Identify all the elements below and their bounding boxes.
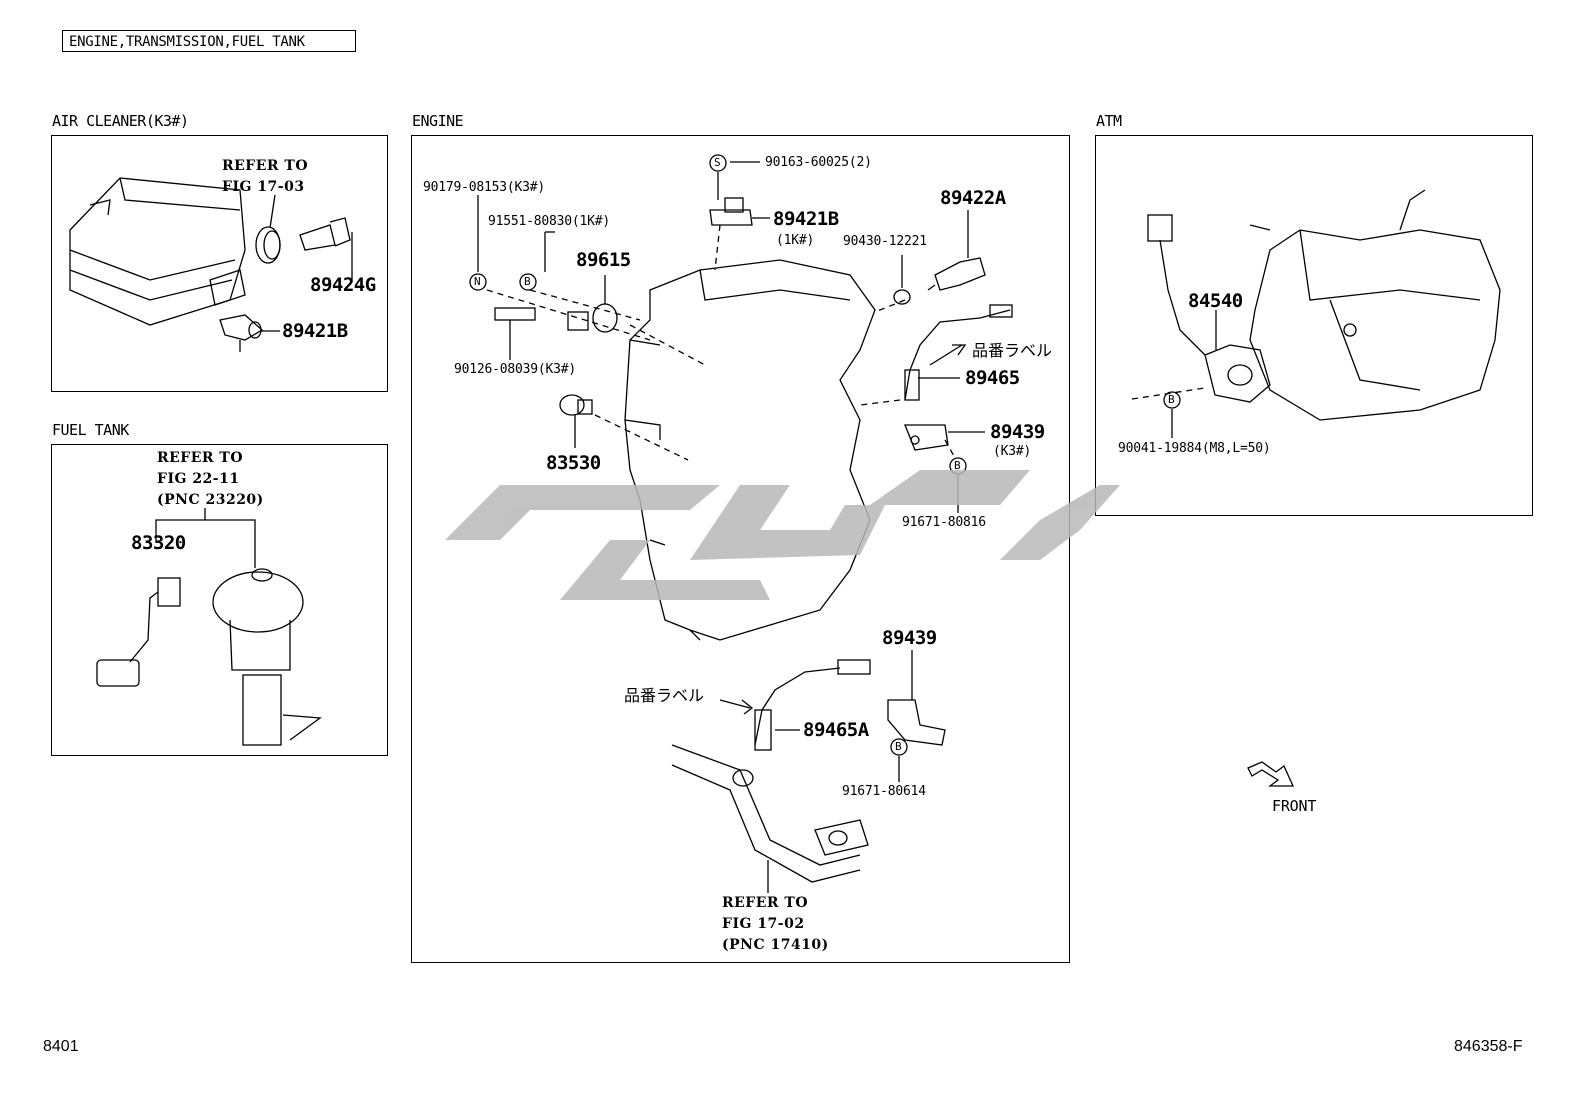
engine-block-icon [624,259,876,641]
part-number-90430-12221: 90430-12221 [843,234,927,249]
knock-sensor-89615-icon [567,303,618,333]
part-number-89465: 89465 [965,367,1020,389]
part-number-89439-lower: 89439 [882,627,937,649]
part-number-90126-08039: 90126-08039(K3#) [454,362,577,377]
sensor-89421b-icon [219,314,264,352]
gasket-90430-icon [893,289,911,305]
vsv-89424g-icon [299,217,353,282]
section-label-fuel-tank: FUEL TANK [52,421,129,439]
transmission-assembly-icon [1249,189,1501,421]
part-number-84540: 84540 [1188,290,1243,312]
part-number-90041-19884: 90041-19884(M8,L=50) [1118,441,1271,456]
front-label: FRONT [1272,797,1317,815]
air-cleaner-refer-note: REFER TO FIG 17-03 [222,158,309,195]
fuel-gauge-sender-icon [96,577,181,687]
stud-90126-icon [494,307,536,321]
page-title: ENGINE,TRANSMISSION,FUEL TANK [62,30,356,52]
section-label-air-cleaner: AIR CLEANER(K3#) [52,112,189,130]
engine-panel [411,135,1070,963]
part-number-label-note-jp-1: 品番ラベル [972,341,1053,360]
symbol-s-circle-icon [709,154,727,172]
part-number-91671-80614: 91671-80614 [842,784,926,799]
part-number-90163-60025: 90163-60025(2) [765,155,872,170]
part-note-k3: (K3#) [993,444,1032,459]
part-number-label-note-jp-2: 品番ラベル [624,686,705,705]
part-number-89421b-engine: 89421B [773,208,839,230]
symbol-n-circle-icon [469,273,487,291]
fuel-tank-refer-note: REFER TO FIG 22-11 (PNC 23220) [157,450,264,508]
symbol-s-letter: S [714,156,721,169]
oil-pressure-switch-83530-icon [559,394,593,416]
air-cleaner-grommet-icon [255,226,281,264]
atm-panel [1095,135,1533,516]
map-sensor-89421b-icon [709,197,753,226]
part-number-89422a: 89422A [940,187,1006,209]
neutral-start-switch-84540-icon [1147,214,1271,403]
fuel-tank-panel [51,444,388,756]
part-number-83320: 83320 [131,532,186,554]
symbol-b-letter: B [895,740,902,753]
part-number-89465a: 89465A [803,719,869,741]
air-cleaner-housing-icon [69,177,246,326]
symbol-n-letter: N [474,275,481,288]
watermark-logo-icon [445,470,1120,600]
part-number-89424g: 89424G [310,274,376,296]
air-cleaner-panel [51,135,388,392]
part-number-89615: 89615 [576,249,631,271]
page-number-left: 8401 [43,1038,79,1055]
symbol-b-letter: B [524,275,531,288]
figure-code-right: 846358-F [1454,1038,1523,1055]
bracket-89439-upper-icon [904,424,949,451]
temp-sensor-89422a-icon [927,257,986,291]
part-number-90179-08153: 90179-08153(K3#) [423,180,546,195]
exhaust-pipe-icon [671,744,869,883]
symbol-b-letter: B [954,459,961,472]
fuel-pump-assembly-icon [212,568,322,746]
front-direction-arrow-icon [1247,761,1295,787]
symbol-b-circle-icon [1163,391,1181,409]
part-note-1k: (1K#) [776,233,815,248]
symbol-b-circle-icon [890,738,908,756]
symbol-b-circle-icon [519,273,537,291]
part-number-89439-upper: 89439 [990,421,1045,443]
section-label-engine: ENGINE [412,112,464,130]
part-number-89421b: 89421B [282,320,348,342]
engine-refer-note: REFER TO FIG 17-02 (PNC 17410) [722,895,829,953]
part-number-91671-80816: 91671-80816 [902,515,986,530]
part-number-91551-80830: 91551-80830(1K#) [488,214,611,229]
section-label-atm: ATM [1096,112,1122,130]
part-number-83530: 83530 [546,452,601,474]
o2-sensor-89465a-icon [754,659,871,751]
bracket-89439-lower-icon [887,699,946,746]
o2-sensor-89465-icon [904,304,1013,401]
symbol-b-letter: B [1168,393,1175,406]
